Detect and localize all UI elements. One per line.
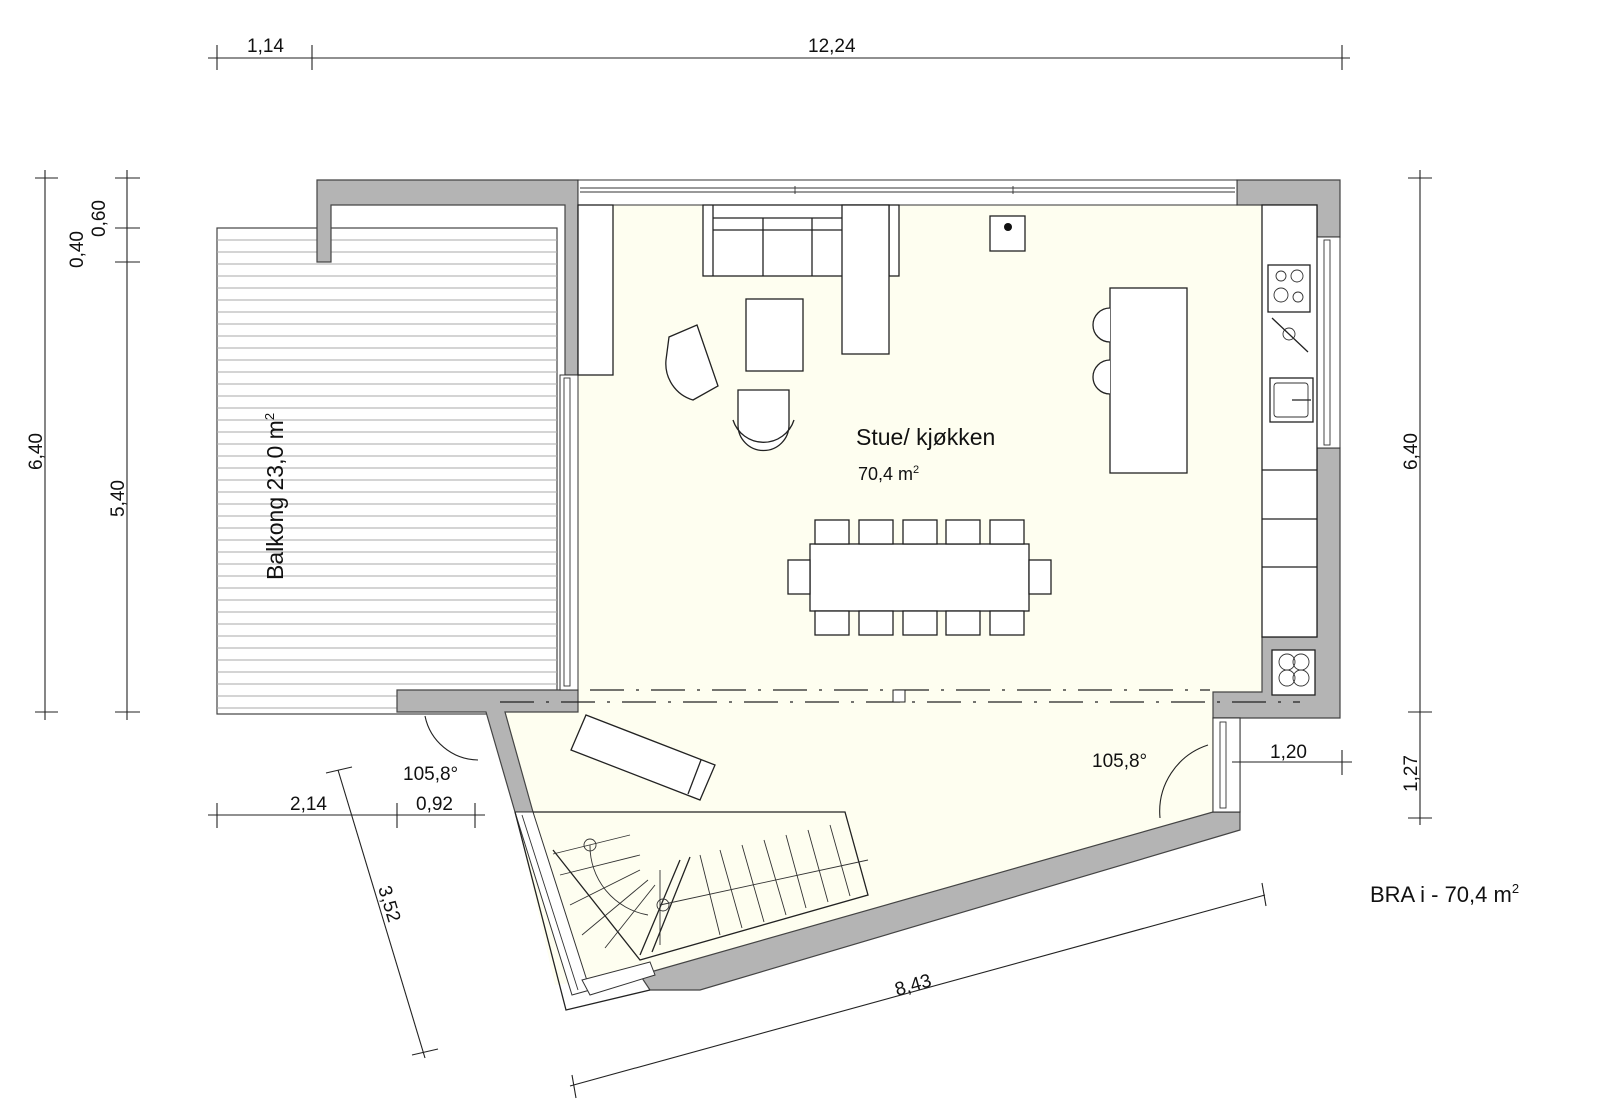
dim-left-540: 5,40 [108,480,129,517]
room-name-living: Stue/ kjøkken [856,424,995,450]
total-area-label: BRA i - 70,4 m2 [1370,881,1519,907]
dim-diag-843: 8,43 [893,970,934,1000]
dim-right-step: 1,20 [1270,742,1307,763]
staircase [533,811,869,961]
dim-left-040: 0,40 [67,231,88,268]
dim-left-060: 0,60 [89,200,110,237]
sink [1269,377,1314,423]
dim-right-640: 6,40 [1401,433,1422,470]
windows [514,179,1341,996]
furniture [533,204,1318,961]
angle-left: 105,8° [403,764,458,785]
lounge-bench [570,714,716,801]
dim-bottom-214: 2,14 [290,794,327,815]
cooktop [1267,264,1311,313]
dim-top-1: 1,14 [247,36,284,57]
dim-right-127: 1,27 [1401,755,1422,792]
armchair [737,389,790,452]
coffee-table [745,298,804,372]
dining-set [787,519,1052,636]
dim-diag-352: 3,52 [373,883,404,925]
deck-boards [217,239,557,709]
dim-top-2: 12,24 [808,36,856,57]
cabinet [577,204,614,376]
balcony [216,227,558,715]
sofa [702,204,900,355]
angle-right: 105,8° [1092,751,1147,772]
dim-left-outer: 6,40 [26,433,47,470]
room-area-living: 70,4 m2 [858,464,919,484]
room-label-balcony: Balkong 23,0 m2 [262,413,288,580]
dimension-lines [35,45,1432,1099]
dim-bottom-092: 0,92 [416,794,453,815]
stove [989,215,1026,252]
armchair [665,324,719,401]
kitchen-island [1109,287,1188,474]
